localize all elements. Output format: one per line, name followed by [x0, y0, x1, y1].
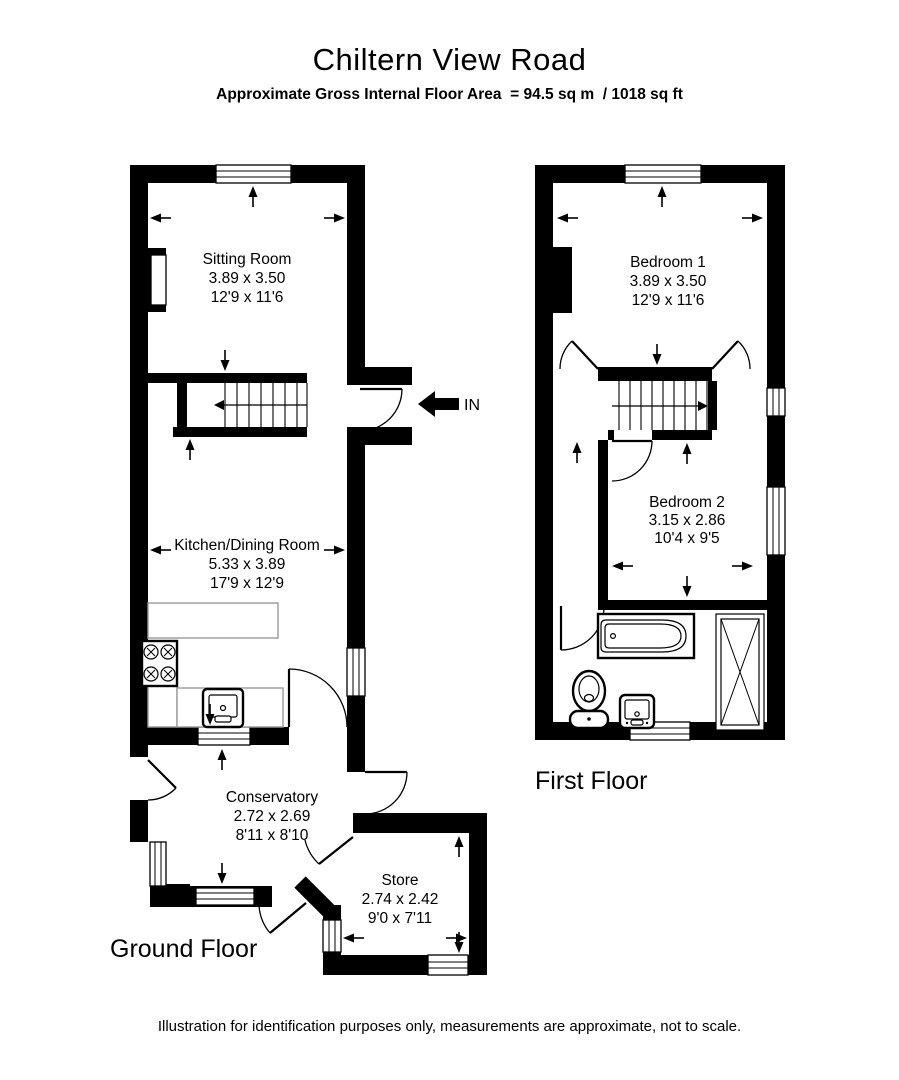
bedroom1-window: [624, 164, 702, 184]
room-dims-metric: 3.89 x 3.50: [630, 273, 707, 290]
first-floor-plan: Bedroom 1 3.89 x 3.50 12'9 x 11'6 Bedroo…: [535, 164, 786, 795]
ground-floor-plan: IN Sitting Room 3.89 x 3.50 12'9 x 11'6 …: [110, 164, 487, 976]
chimney-recess: [150, 254, 167, 306]
entrance-arrow-icon: [418, 391, 459, 417]
room-label-bedroom1: Bedroom 1 3.89 x 3.50 12'9 x 11'6: [630, 254, 707, 309]
room-name: Store: [381, 872, 418, 889]
bath-icon: [596, 612, 696, 660]
room-label-store: Store 2.74 x 2.42 9'0 x 7'11: [362, 872, 439, 927]
conservatory-rear-window: [195, 887, 255, 906]
ground-floor-doors: [147, 387, 408, 934]
room-dims-imperial: 9'0 x 7'11: [368, 910, 432, 927]
conservatory-side-door: [147, 759, 177, 801]
bedroom1-door-right: [711, 340, 751, 370]
room-label-sitting-room: Sitting Room 3.89 x 3.50 12'9 x 11'6: [203, 251, 292, 306]
bedroom2-window: [766, 486, 786, 556]
entrance-marker: IN: [418, 391, 480, 417]
room-dims-imperial: 10'4 x 9'5: [654, 530, 719, 547]
page-title: Chiltern View Road: [312, 42, 587, 77]
kitchen-side-window: [346, 647, 366, 697]
room-name: Sitting Room: [203, 251, 292, 268]
staircase-ground: [214, 383, 308, 427]
room-name: Bedroom 2: [649, 494, 725, 511]
sitting-room-window: [215, 164, 292, 184]
room-name: Bedroom 1: [630, 254, 706, 271]
bathroom-fixtures: [568, 612, 765, 731]
kitchen-rear-window: [197, 726, 251, 746]
room-name: Kitchen/Dining Room: [174, 537, 320, 554]
hob-icon: [140, 639, 179, 688]
cupboard-icon: [715, 613, 765, 731]
ground-floor-label: Ground Floor: [110, 935, 257, 963]
entrance-label: IN: [464, 397, 480, 414]
floor-area-subtitle: Approximate Gross Internal Floor Area = …: [216, 86, 683, 103]
kitchen-fixtures: [140, 602, 284, 729]
basin-icon: [618, 693, 656, 730]
room-dims-metric: 3.89 x 3.50: [209, 270, 286, 287]
room-dims-metric: 2.74 x 2.42: [362, 891, 439, 908]
room-dims-imperial: 12'9 x 11'6: [211, 289, 284, 306]
landing-window: [766, 387, 786, 417]
room-dims-metric: 5.33 x 3.89: [209, 556, 286, 573]
room-label-conservatory: Conservatory 2.72 x 2.69 8'11 x 8'10: [226, 789, 318, 844]
disclaimer-text: Illustration for identification purposes…: [157, 1018, 742, 1035]
room-dims-imperial: 12'9 x 11'6: [632, 292, 705, 309]
first-floor-windows: [624, 164, 786, 741]
staircase-first: [612, 381, 708, 430]
first-floor-label: First Floor: [535, 767, 648, 795]
conservatory-side-window: [149, 841, 167, 887]
bedroom1-door-left: [559, 340, 599, 370]
room-label-kitchen-dining: Kitchen/Dining Room 5.33 x 3.89 17'9 x 1…: [174, 537, 320, 592]
store-rear-window: [427, 954, 469, 976]
ground-floor-walls: [130, 165, 487, 975]
conservatory-exterior-door: [258, 902, 307, 934]
room-dims-imperial: 17'9 x 12'9: [210, 575, 284, 592]
room-label-bedroom2: Bedroom 2 3.15 x 2.86 10'4 x 9'5: [649, 494, 726, 547]
first-floor-walls: [535, 165, 785, 740]
ground-floor-dimension-ticks: [149, 185, 468, 954]
store-side-window: [322, 919, 342, 953]
ground-floor-windows: [149, 164, 469, 976]
store-door: [304, 836, 354, 865]
bedroom2-door: [611, 439, 653, 482]
toilet-icon: [568, 669, 610, 730]
entrance-door: [359, 387, 403, 432]
room-dims-metric: 2.72 x 2.69: [234, 808, 311, 825]
kitchen-conservatory-door: [287, 668, 348, 728]
room-name: Conservatory: [226, 789, 318, 806]
side-passage-door: [364, 770, 408, 815]
room-dims-metric: 3.15 x 2.86: [649, 512, 726, 529]
room-dims-imperial: 8'11 x 8'10: [236, 827, 309, 844]
